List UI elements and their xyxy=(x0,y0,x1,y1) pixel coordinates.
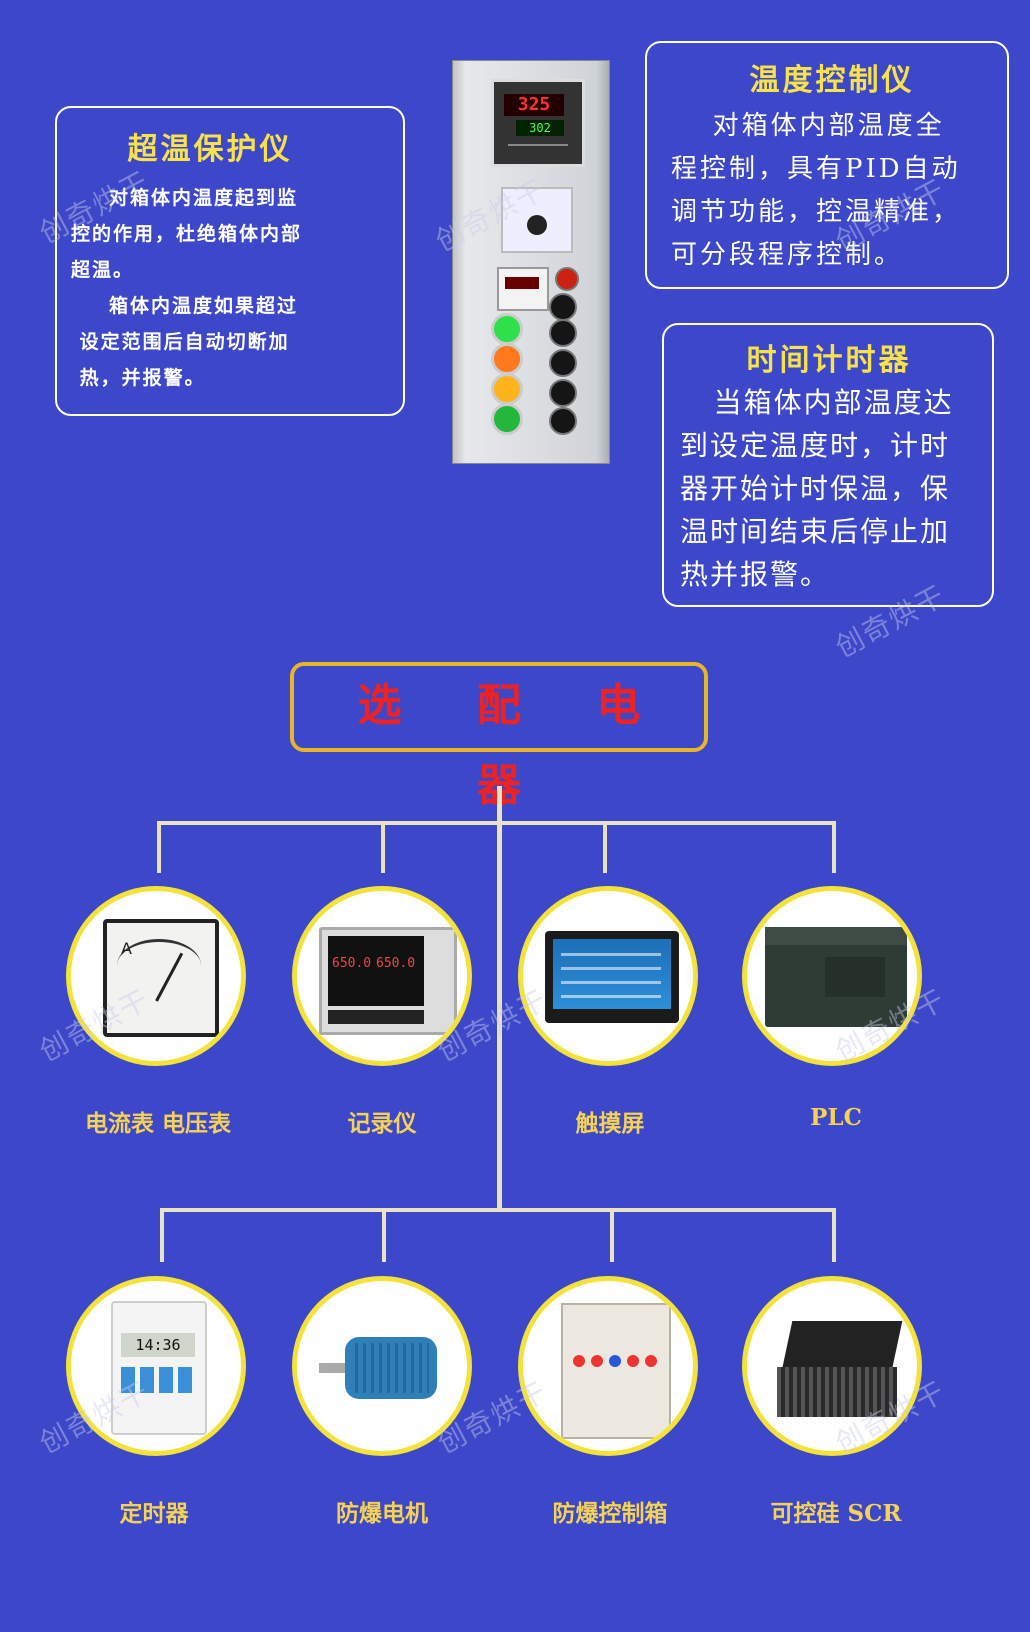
recorder-icon: 650.0 650.0 xyxy=(319,927,457,1035)
tt-line: 到设定温度时，计时 xyxy=(680,429,951,462)
tt-line: 热并报警。 xyxy=(680,558,831,591)
timer-box: 时间计时器 当箱体内部温度达 到设定温度时，计时 器开始计时保温，保 温时间结束… xyxy=(662,323,994,607)
option-label: 电流表 电压表 xyxy=(84,1110,231,1137)
explosion-proof-box-icon xyxy=(561,1303,671,1439)
selector-knob-icon xyxy=(549,407,577,435)
tt-line: 当箱体内部温度达 xyxy=(713,386,954,419)
tree-branch-row2 xyxy=(160,1208,836,1212)
option-label: 可控硅 SCR xyxy=(770,1500,902,1527)
tc-line: 调节功能，控温精准， xyxy=(671,197,962,227)
touchscreen-icon xyxy=(545,931,679,1023)
tree-drop xyxy=(610,1208,614,1262)
orange-lamp-icon xyxy=(491,343,523,375)
tree-drop xyxy=(603,821,607,873)
tc-line: 可分段程序控制。 xyxy=(671,240,904,270)
option-motor xyxy=(292,1276,472,1456)
tt-line: 器开始计时保温，保 xyxy=(680,472,951,505)
sv-display: 302 xyxy=(516,120,564,136)
selector-knob-icon xyxy=(549,349,577,377)
temp-controller-description: 对箱体内部温度全 程控制，具有PID自动 调节功能，控温精准， 可分段程序控制。 xyxy=(671,105,993,277)
tree-drop xyxy=(832,821,836,873)
option-label: 记录仪 xyxy=(347,1110,417,1137)
green-lamp-icon xyxy=(491,403,523,435)
overtemp-protector-box: 超温保护仪 对箱体内温度起到监 控的作用，杜绝箱体内部 超温。 箱体内温度如果超… xyxy=(55,106,405,416)
overtemp-dial xyxy=(501,187,573,253)
tree-drop xyxy=(832,1208,836,1262)
plc-icon xyxy=(765,927,907,1027)
overtemp-title: 超温保护仪 xyxy=(127,132,293,167)
explosion-proof-motor-icon xyxy=(319,1327,451,1407)
option-label: 定时器 xyxy=(119,1500,189,1527)
temp-controller-title: 温度控制仪 xyxy=(749,63,915,98)
overtemp-line: 设定范围后自动切断加 xyxy=(79,331,290,353)
timer-icon: 14:36 xyxy=(111,1301,207,1435)
option-exbox xyxy=(518,1276,698,1456)
overtemp-line: 热，并报警。 xyxy=(79,367,206,389)
tree-drop xyxy=(381,821,385,873)
option-ammeter: A xyxy=(66,886,246,1066)
overtemp-line: 超温。 xyxy=(71,259,135,281)
tree-branch-row1 xyxy=(157,821,836,825)
timer-title: 时间计时器 xyxy=(746,343,912,378)
control-panel-photo: 325 302 xyxy=(452,60,610,464)
tc-line: 对箱体内部温度全 xyxy=(712,111,945,141)
option-plc xyxy=(742,886,922,1066)
temp-controller-box: 温度控制仪 对箱体内部温度全 程控制，具有PID自动 调节功能，控温精准， 可分… xyxy=(645,41,1009,289)
overtemp-description: 对箱体内温度起到监 控的作用，杜绝箱体内部 超温。 箱体内温度如果超过 设定范围… xyxy=(71,180,389,396)
pv-display: 325 xyxy=(504,94,564,116)
recorder-value: 650.0 xyxy=(332,956,372,971)
tc-line: 程控制，具有PID自动 xyxy=(671,154,961,184)
ammeter-letter: A xyxy=(121,939,132,958)
selector-knob-icon xyxy=(549,319,577,347)
controller-buttons xyxy=(508,144,568,156)
amber-lamp-icon xyxy=(491,373,523,405)
ammeter-icon: A xyxy=(103,919,219,1037)
section-title: 选 配 电 器 xyxy=(290,662,708,811)
option-label: 防爆控制箱 xyxy=(552,1500,668,1527)
selector-knob-icon xyxy=(549,293,577,321)
buzzer-icon xyxy=(555,267,579,291)
tree-drop xyxy=(157,821,161,873)
panel-timer xyxy=(497,267,549,311)
overtemp-line: 箱体内温度如果超过 xyxy=(109,295,299,317)
recorder-value: 650.0 xyxy=(376,956,416,971)
timer-description: 当箱体内部温度达 到设定温度时，计时 器开始计时保温，保 温时间结束后停止加 热… xyxy=(680,381,978,596)
option-touchscreen xyxy=(518,886,698,1066)
tt-line: 温时间结束后停止加 xyxy=(680,515,951,548)
overtemp-line: 对箱体内温度起到监 xyxy=(109,187,299,209)
option-recorder: 650.0 650.0 xyxy=(292,886,472,1066)
option-timer: 14:36 xyxy=(66,1276,246,1456)
option-label: 触摸屏 xyxy=(575,1110,645,1137)
selector-knob-icon xyxy=(549,379,577,407)
tree-trunk xyxy=(497,786,502,1210)
option-scr xyxy=(742,1276,922,1456)
scr-icon xyxy=(773,1321,903,1421)
overtemp-line: 控的作用，杜绝箱体内部 xyxy=(71,223,303,245)
tree-drop xyxy=(382,1208,386,1262)
option-label: 防爆电机 xyxy=(336,1500,428,1527)
green-lamp-icon xyxy=(491,313,523,345)
timer-display: 14:36 xyxy=(121,1333,195,1357)
option-label: PLC xyxy=(810,1104,862,1131)
temperature-controller-display: 325 302 xyxy=(491,79,585,167)
tree-drop xyxy=(160,1208,164,1262)
